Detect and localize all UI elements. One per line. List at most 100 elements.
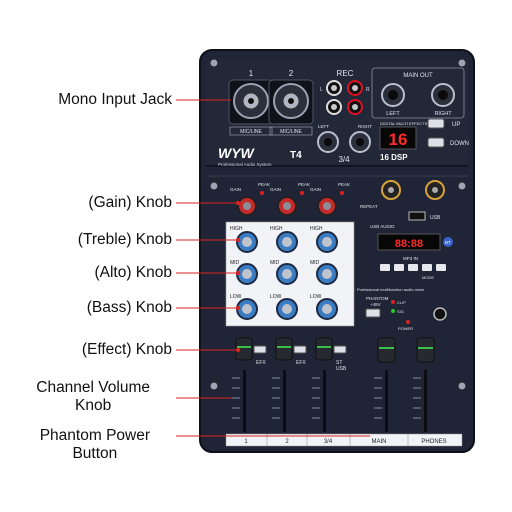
callout-channel-volume-line2: Knob [75, 397, 112, 414]
callout-phantom-power-line1: Phantom Power [39, 427, 150, 444]
svg-text:PHANTOM: PHANTOM [366, 296, 389, 301]
svg-text:LOW: LOW [230, 294, 242, 300]
svg-text:1: 1 [249, 69, 254, 78]
svg-text:MAIN OUT: MAIN OUT [403, 73, 433, 79]
input-1-area: 1 MIC/LINE [228, 69, 274, 136]
main-fader-cap[interactable] [377, 337, 396, 363]
usb-port[interactable] [408, 211, 426, 221]
next-button[interactable] [408, 264, 418, 271]
bt-button[interactable] [436, 264, 446, 271]
svg-text:PEAK: PEAK [258, 182, 270, 187]
input-2-area: 2 MIC/LINE [268, 69, 314, 136]
efx-button-3[interactable] [333, 345, 347, 354]
efx-button-2[interactable] [293, 345, 307, 354]
svg-text:ST: ST [336, 360, 342, 366]
svg-text:T4: T4 [290, 150, 302, 161]
svg-text:3/4: 3/4 [338, 155, 350, 164]
fader-label-strip: 1 2 3/4 MAIN PHONES [225, 433, 463, 447]
svg-text:88:88: 88:88 [395, 238, 423, 250]
callout-mono-input-jack: Mono Input Jack [58, 91, 172, 108]
screw-icon [209, 181, 219, 191]
svg-text:MIC/LINE: MIC/LINE [240, 129, 262, 135]
svg-text:2: 2 [289, 69, 294, 78]
svg-text:2: 2 [285, 439, 289, 445]
effect-knob-2[interactable] [275, 337, 293, 361]
callout-treble-knob: (Treble) Knob [77, 231, 172, 248]
svg-text:MID: MID [230, 260, 240, 266]
screw-icon [457, 181, 467, 191]
svg-text:LOW: LOW [310, 294, 322, 300]
svg-text:REC: REC [337, 69, 354, 78]
callout-gain-knob: (Gain) Knob [88, 194, 172, 211]
svg-text:LEFT: LEFT [386, 111, 400, 117]
effects-display-section: DIGITAL MULTI EFFECTS 16 UP DOWN 16 DSP [379, 118, 469, 162]
efx-button-1[interactable] [253, 345, 267, 354]
svg-text:1: 1 [244, 439, 248, 445]
effect-knob-1[interactable] [235, 337, 253, 361]
right-controls: REPEAT USB USB AUDIO 88:88 BT MP3 IN MOD… [357, 180, 453, 331]
fader-slots [232, 370, 427, 432]
svg-text:RIGHT: RIGHT [434, 111, 452, 117]
svg-text:GAIN: GAIN [270, 187, 281, 192]
eq-knobs: HIGH HIGH HIGH MID MID MID LOW LOW LOW [230, 226, 338, 320]
svg-text:MID: MID [270, 260, 280, 266]
screw-icon [457, 381, 467, 391]
svg-text:L: L [320, 87, 323, 93]
svg-text:DIGITAL MULTI EFFECTS: DIGITAL MULTI EFFECTS [380, 121, 428, 126]
svg-text:WYW: WYW [218, 145, 256, 161]
main-out-section: MAIN OUT LEFT RIGHT [371, 67, 465, 119]
svg-text:LEFT: LEFT [318, 124, 329, 129]
svg-text:SIG: SIG [397, 309, 404, 314]
prev-button[interactable] [394, 264, 404, 271]
svg-text:BT: BT [445, 240, 451, 245]
svg-text:MID: MID [310, 260, 320, 266]
svg-text:EFX: EFX [256, 360, 266, 366]
svg-text:GAIN: GAIN [230, 187, 241, 192]
callout-phantom-power: Phantom Power Button [40, 427, 150, 463]
svg-text:16 DSP: 16 DSP [380, 153, 408, 162]
svg-text:HIGH: HIGH [270, 226, 283, 232]
power-led [406, 320, 410, 324]
svg-text:USB AUDIO: USB AUDIO [370, 224, 395, 229]
callout-phantom-power-line2: Button [72, 445, 118, 462]
stereo-input-section: LEFT RIGHT 3/4 [317, 124, 372, 164]
clip-led [391, 300, 395, 304]
up-button[interactable] [427, 118, 445, 129]
svg-text:POWER: POWER [398, 326, 413, 331]
peak-led [300, 191, 304, 195]
bluetooth-icon [443, 237, 453, 247]
svg-text:HIGH: HIGH [310, 226, 323, 232]
play-pause-button[interactable] [380, 264, 390, 271]
effect-knob-3[interactable] [315, 337, 333, 361]
callout-channel-volume-line1: Channel Volume [36, 379, 150, 396]
mode-button[interactable] [422, 264, 432, 271]
svg-text:MP3 IN: MP3 IN [403, 256, 418, 261]
callout-alto-knob: (Alto) Knob [94, 264, 172, 281]
screw-icon [457, 58, 467, 68]
svg-text:GAIN: GAIN [310, 187, 321, 192]
svg-text:PEAK: PEAK [298, 182, 310, 187]
callout-bass-knob: (Bass) Knob [86, 299, 172, 316]
player-display [377, 233, 441, 251]
phantom-power-button[interactable] [365, 308, 381, 318]
svg-text:USB: USB [336, 366, 347, 372]
sig-led [391, 309, 395, 313]
headphone-jack[interactable] [433, 307, 447, 321]
screw-icon [209, 381, 219, 391]
peak-led [260, 191, 264, 195]
svg-text:DOWN: DOWN [450, 141, 469, 147]
down-button[interactable] [427, 137, 445, 148]
svg-text:PEAK: PEAK [338, 182, 350, 187]
svg-text:3/4: 3/4 [324, 439, 333, 445]
svg-text:LOW: LOW [270, 294, 282, 300]
effect-display [379, 126, 417, 150]
phones-fader-cap[interactable] [416, 337, 435, 363]
svg-text:16: 16 [389, 130, 408, 149]
brand-logo: WYW Professional Audio System T4 [218, 145, 302, 167]
svg-text:EFX: EFX [296, 360, 306, 366]
callout-effect-knob: (Effect) Knob [81, 341, 172, 358]
svg-text:PHONES: PHONES [421, 439, 446, 445]
callout-lines [176, 99, 370, 437]
screw-icon [209, 58, 219, 68]
